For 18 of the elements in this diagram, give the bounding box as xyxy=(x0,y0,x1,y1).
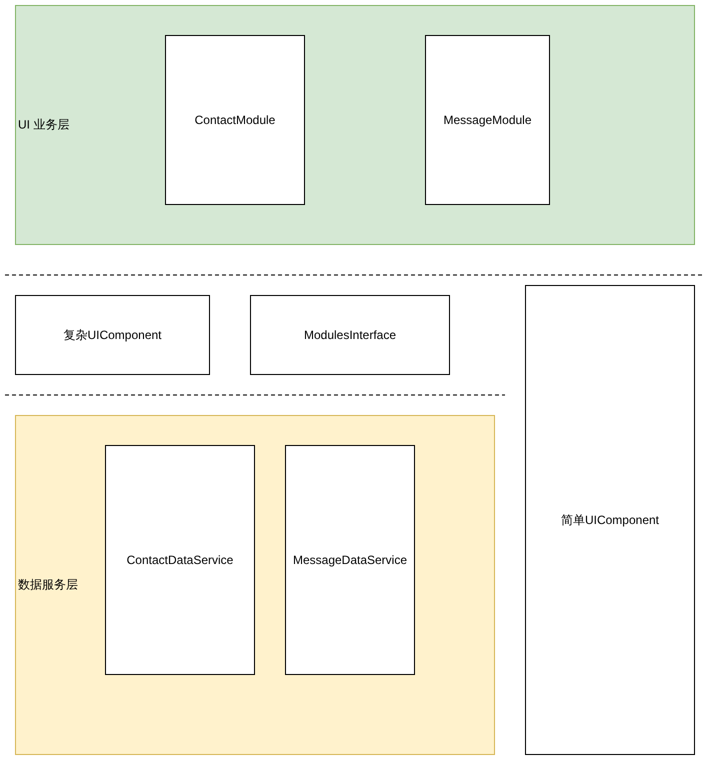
module-box xyxy=(250,295,450,375)
module-label: ContactModule xyxy=(194,113,276,127)
module-box xyxy=(425,35,550,205)
module-label: 简单UIComponent xyxy=(560,512,660,528)
module-box xyxy=(525,285,695,755)
module-label: 复杂UIComponent xyxy=(63,326,162,344)
module-label: ModulesInterface xyxy=(304,328,396,342)
layer-band xyxy=(15,415,495,755)
layer-band xyxy=(15,5,695,245)
module-box xyxy=(15,295,210,375)
layer-label: UI 业务层 xyxy=(18,116,70,134)
module-box xyxy=(285,445,415,675)
layer-label: 数据服务层 xyxy=(18,576,78,594)
module-label: ContactDataService xyxy=(126,553,234,567)
module-label: MessageDataService xyxy=(292,553,408,567)
module-label: MessageModule xyxy=(443,113,532,127)
module-box xyxy=(165,35,305,205)
module-box xyxy=(105,445,255,675)
